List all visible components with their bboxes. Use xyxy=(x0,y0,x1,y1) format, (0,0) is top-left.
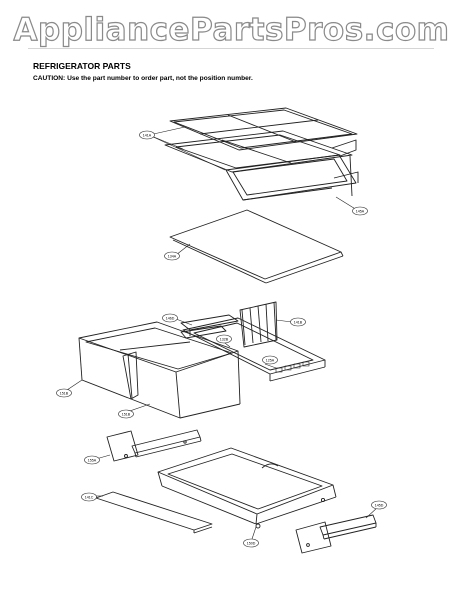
section-heading: REFRIGERATOR PARTS xyxy=(33,61,131,71)
callout-crisper-right: 151B xyxy=(118,409,134,419)
svg-text:141B: 141B xyxy=(294,320,303,324)
cover-strip xyxy=(95,491,213,534)
svg-text:145D: 145D xyxy=(375,503,384,507)
rail-bracket xyxy=(180,314,239,339)
svg-text:146D: 146D xyxy=(166,316,175,320)
shelf-assembly xyxy=(164,107,359,201)
svg-text:141C: 141C xyxy=(85,495,94,499)
header-divider xyxy=(28,48,434,49)
callout-lower-drawer: 150D xyxy=(243,538,259,548)
callout-glass-shelf: 134A xyxy=(164,251,180,261)
callout-frame: 132B xyxy=(216,334,232,344)
svg-text:125A: 125A xyxy=(266,358,275,362)
crisper-drawers xyxy=(78,321,241,419)
svg-text:151B: 151B xyxy=(60,391,69,395)
callout-crisper-left: 151B xyxy=(56,388,72,398)
callout-slide-rail: 155A xyxy=(84,455,100,465)
slide-rail xyxy=(106,429,202,462)
callout-cover: 125A xyxy=(262,355,278,365)
callout-cover-strip: 141C xyxy=(81,492,97,502)
svg-text:150D: 150D xyxy=(247,541,256,545)
glass-shelf xyxy=(169,209,344,284)
callout-divider: 141B xyxy=(290,317,306,327)
drawer-cover-frame xyxy=(182,301,326,382)
svg-text:151B: 151B xyxy=(122,412,131,416)
svg-text:155A: 155A xyxy=(88,458,97,462)
svg-text:134A: 134A xyxy=(168,254,177,258)
svg-text:141A: 141A xyxy=(143,133,152,137)
svg-text:132B: 132B xyxy=(220,337,229,341)
callout-shelf-assembly: 141A xyxy=(139,130,155,140)
watermark-logo: AppliancePartsPros.com xyxy=(13,11,450,48)
callout-lower-rail: 145D xyxy=(371,500,387,510)
lower-drawer xyxy=(157,447,337,529)
callout-shelf-frame: 145A xyxy=(352,206,368,216)
leader-lines xyxy=(63,126,379,540)
svg-text:145A: 145A xyxy=(356,209,365,213)
callout-rail-bracket: 146D xyxy=(162,313,178,323)
lower-slide-rail xyxy=(295,514,377,554)
caution-note: CAUTION: Use the part number to order pa… xyxy=(33,75,253,82)
